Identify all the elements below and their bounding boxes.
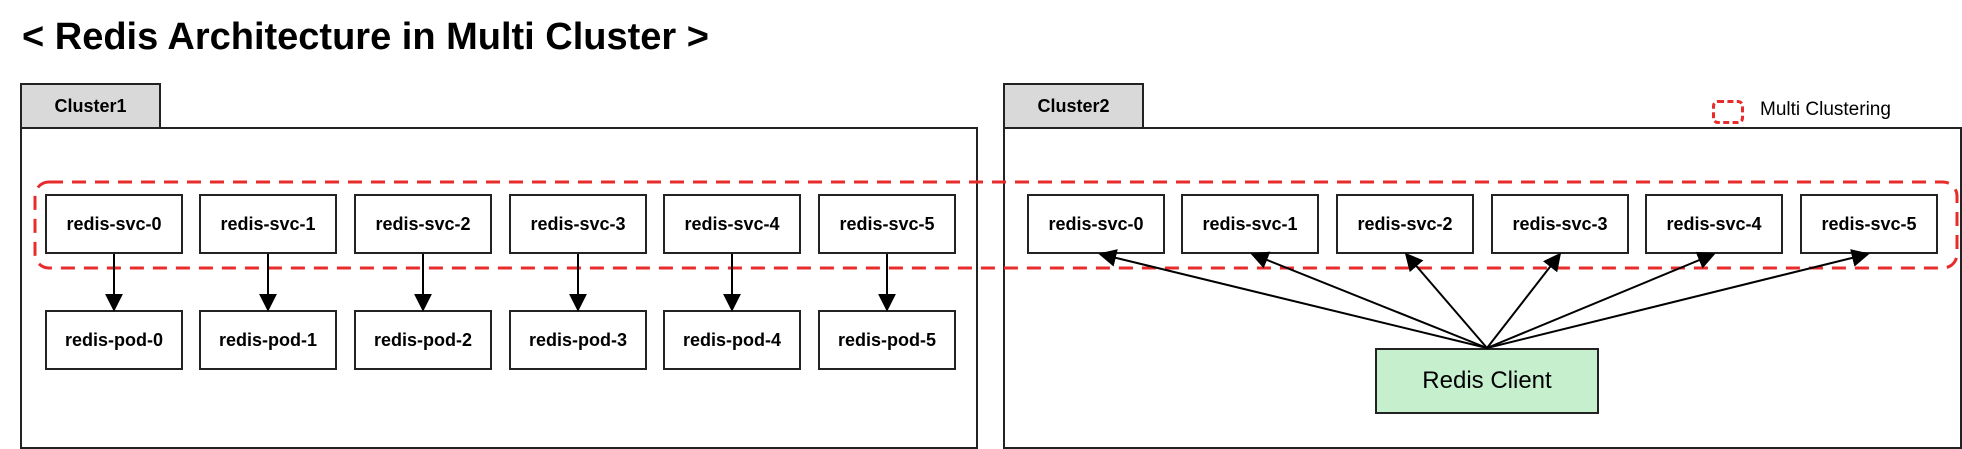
cluster2-svc-box[interactable]: redis-svc-0 — [1027, 194, 1165, 254]
cluster2-svc-box[interactable]: redis-svc-4 — [1645, 194, 1783, 254]
cluster1-svc-box[interactable]: redis-svc-0 — [45, 194, 183, 254]
client-to-svc-arrow — [1486, 252, 1562, 349]
cluster1-svc-box[interactable]: redis-svc-1 — [199, 194, 337, 254]
multi-clustering-legend-label: Multi Clustering — [1760, 99, 1891, 120]
cluster1-svc-box[interactable]: redis-svc-3 — [509, 194, 647, 254]
cluster1-svc-box[interactable]: redis-svc-2 — [354, 194, 492, 254]
client-to-svc-arrow — [1486, 251, 1716, 349]
cluster1-pod-box[interactable]: redis-pod-3 — [509, 310, 647, 370]
multi-clustering-boundary — [33, 180, 1959, 270]
page-title: < Redis Architecture in Multi Cluster > — [22, 16, 709, 58]
client-to-svc-arrow — [1404, 252, 1488, 349]
cluster1-pod-box[interactable]: redis-pod-5 — [818, 310, 956, 370]
cluster2-svc-box[interactable]: redis-svc-2 — [1336, 194, 1474, 254]
cluster2-tab[interactable]: Cluster2 — [1003, 83, 1144, 129]
cluster1-pod-box[interactable]: redis-pod-1 — [199, 310, 337, 370]
client-to-svc-arrow — [1486, 249, 1870, 349]
cluster1-svc-box[interactable]: redis-svc-5 — [818, 194, 956, 254]
cluster2-svc-box[interactable]: redis-svc-1 — [1181, 194, 1319, 254]
redis-client-box[interactable]: Redis Client — [1375, 348, 1599, 414]
cluster1-svc-box[interactable]: redis-svc-4 — [663, 194, 801, 254]
client-to-svc-arrow — [1098, 249, 1488, 349]
cluster2-svc-box[interactable]: redis-svc-3 — [1491, 194, 1629, 254]
cluster1-pod-box[interactable]: redis-pod-0 — [45, 310, 183, 370]
multi-clustering-legend-swatch — [1712, 100, 1744, 124]
cluster1-tab[interactable]: Cluster1 — [20, 83, 161, 129]
client-to-svc-arrow — [1250, 251, 1488, 349]
